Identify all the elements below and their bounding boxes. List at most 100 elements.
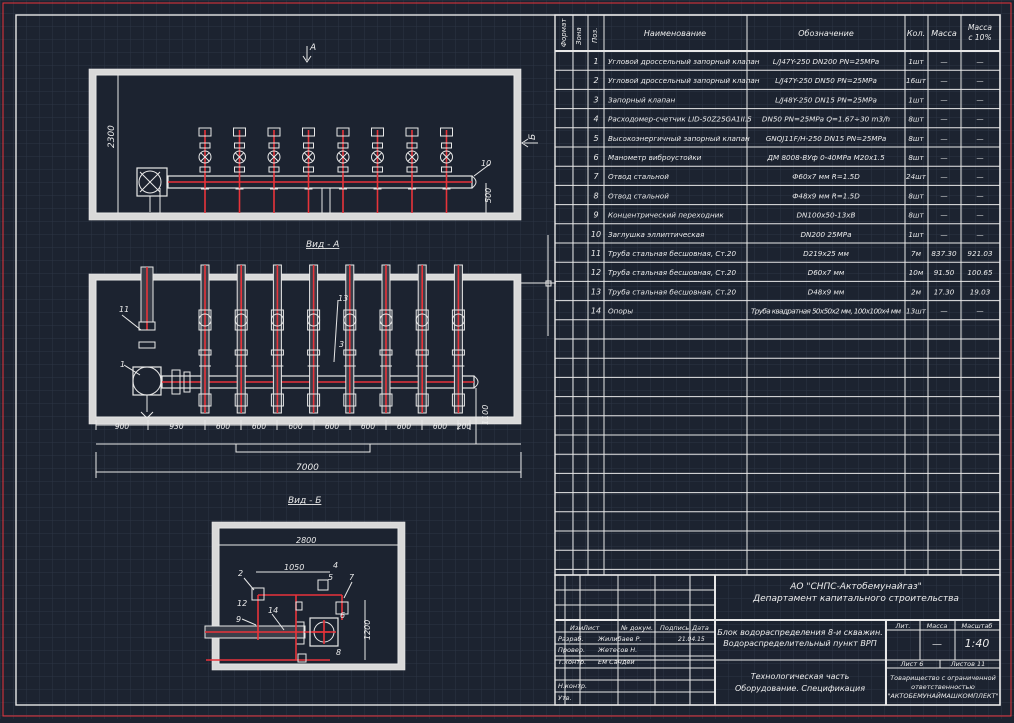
spec-cell-mass: 17.30 <box>934 287 955 296</box>
plan-wall-inner <box>95 74 515 214</box>
side-callout-5: 5 <box>328 573 333 582</box>
spec-table: Формат Зона Поз. Наименование Обозначени… <box>554 14 1001 576</box>
spec-cell-designation: Ф60х7 мм R=1.5D <box>792 172 860 181</box>
spec-cell-mass: — <box>940 57 947 66</box>
elev-dim-label: 930 <box>169 422 184 431</box>
spec-cell-qty: 8шт <box>908 153 924 162</box>
spec-cell-pos: 9 <box>593 211 598 220</box>
side-view: 2800 1050 1200 2 4 5 7 12 9 14 6 <box>204 521 406 671</box>
plan-branch-valve <box>405 150 419 164</box>
spec-header-qty: Кол. <box>907 29 925 38</box>
spec-cell-mass10: 921.03 <box>967 249 993 258</box>
tb-col-izm: Изм. <box>570 624 585 632</box>
spec-cell-pos: 8 <box>593 191 598 200</box>
spec-cell-name: Опоры <box>608 307 633 316</box>
spec-header-format: Формат <box>560 18 568 47</box>
spec-cell-qty: 10м <box>909 268 924 277</box>
spec-cell-qty: 1шт <box>908 95 924 104</box>
spec-header-designation: Обозначение <box>798 29 854 38</box>
tb-role-appr: Утв. <box>558 694 572 702</box>
spec-cell-name: Отвод стальной <box>608 191 669 200</box>
elev-dim-label: 200 <box>457 422 472 431</box>
spec-cell-name: Концентрический переходник <box>608 211 724 220</box>
spec-cell-mass10: — <box>976 115 983 124</box>
spec-cell-designation: D60х7 мм <box>808 268 845 277</box>
tb-name-tk: Ем Сандей <box>598 658 635 666</box>
spec-cell-mass10: — <box>976 95 983 104</box>
spec-cell-mass: — <box>940 191 947 200</box>
elev-dim-label: 600 <box>216 422 231 431</box>
elev-foundation <box>235 443 371 453</box>
tb-role-dev: Разраб. <box>558 635 584 643</box>
spec-cell-pos: 7 <box>593 172 599 181</box>
tb-role-check: Провер. <box>558 646 585 654</box>
tb-project-title-2: Водораспределительный пункт ВРП <box>723 639 876 648</box>
side-dim-1050: 1050 <box>284 563 304 572</box>
spec-cell-mass: — <box>940 307 947 316</box>
spec-cell-mass10: — <box>976 134 983 143</box>
tb-dept: Департамент капитального строительства <box>752 594 959 604</box>
tb-sheets-label: Листов 11 <box>950 660 986 668</box>
plan-view: 2300 500 10 А Б <box>88 43 556 336</box>
spec-header-pos: Поз. <box>591 28 599 44</box>
spec-cell-name: Отвод стальной <box>608 172 669 181</box>
spec-cell-name: Высокоэнергичный запорный клапан <box>608 134 750 143</box>
spec-cell-name: Труба стальная бесшовная, Ст.20 <box>608 268 736 277</box>
tb-col-date: Дата <box>691 624 709 632</box>
tb-mass-label: Масса <box>927 622 948 630</box>
elev-dim-label: 600 <box>361 422 376 431</box>
spec-cell-name: Труба стальная бесшовная, Ст.20 <box>608 287 736 296</box>
spec-cell-mass10: — <box>976 172 983 181</box>
plan-dim-height: 2300 <box>107 125 117 148</box>
spec-cell-name: Угловой дроссельный запорный клапан <box>608 57 760 66</box>
spec-cell-mass: — <box>940 76 947 85</box>
tb-lit-label: Лит. <box>895 622 911 630</box>
spec-cell-qty: 7м <box>911 249 922 258</box>
spec-cell-designation: DN200 25MPa <box>800 230 851 239</box>
spec-cell-designation: DN50 PN=25MPa Q=1.67÷30 m3/h <box>762 115 891 124</box>
spec-cell-designation: L/J47Y-250 DN200 PN=25MPa <box>773 57 879 66</box>
elev-dim-label: 900 <box>115 422 130 431</box>
spec-cell-qty: 16шт <box>906 76 927 85</box>
side-callout-14: 14 <box>268 606 278 615</box>
plan-branch-valve <box>233 150 246 164</box>
side-callout-2: 2 <box>238 569 243 578</box>
spec-cell-name: Угловой дроссельный запорный клапан <box>608 76 760 85</box>
spec-cell-mass10: 100.65 <box>967 268 993 277</box>
spec-cell-qty: 13шт <box>906 307 927 316</box>
spec-cell-mass: — <box>940 115 947 124</box>
spec-cell-pos: 2 <box>593 76 598 85</box>
tb-col-doc: № докум. <box>620 624 653 632</box>
tb-name-check: Жетесов Н. <box>597 646 637 654</box>
tb-sheet-title-2: Оборудование. Спецификация <box>735 684 865 693</box>
spec-cell-mass10: — <box>976 230 983 239</box>
spec-cell-name: Заглушка эллиптическая <box>608 230 705 239</box>
plan-branch-valves <box>198 127 453 213</box>
spec-header-name: Наименование <box>644 29 706 38</box>
tb-mass-value: — <box>932 639 942 650</box>
spec-header-mass: Масса <box>931 29 957 38</box>
spec-cell-mass10: — <box>976 191 983 200</box>
spec-cell-mass10: — <box>976 211 983 220</box>
spec-cell-mass: — <box>940 230 947 239</box>
elev-callout-13: 13 <box>338 294 348 303</box>
spec-cell-mass: — <box>940 153 947 162</box>
spec-cell-designation: D48х9 мм <box>808 287 845 296</box>
side-callout-8: 8 <box>336 648 341 657</box>
spec-cell-mass10: 19.03 <box>970 287 991 296</box>
spec-cell-designation: GNQJ11F/H-250 DN15 PN=25MPa <box>766 134 887 143</box>
spec-cell-mass10: — <box>976 57 983 66</box>
tb-date-dev: 21.04.15 <box>678 636 705 643</box>
plan-branch-valve <box>371 150 384 164</box>
side-main-valve <box>309 617 339 647</box>
view-a-title: Вид - А <box>306 240 339 250</box>
tb-org: АО "СНПС-Актобемунайгаз" <box>789 582 922 592</box>
tb-company-2: ответственностью <box>911 683 975 691</box>
spec-cell-designation: L/J47Y-250 DN50 PN=25MPa <box>775 76 877 85</box>
spec-cell-pos: 5 <box>593 134 598 143</box>
